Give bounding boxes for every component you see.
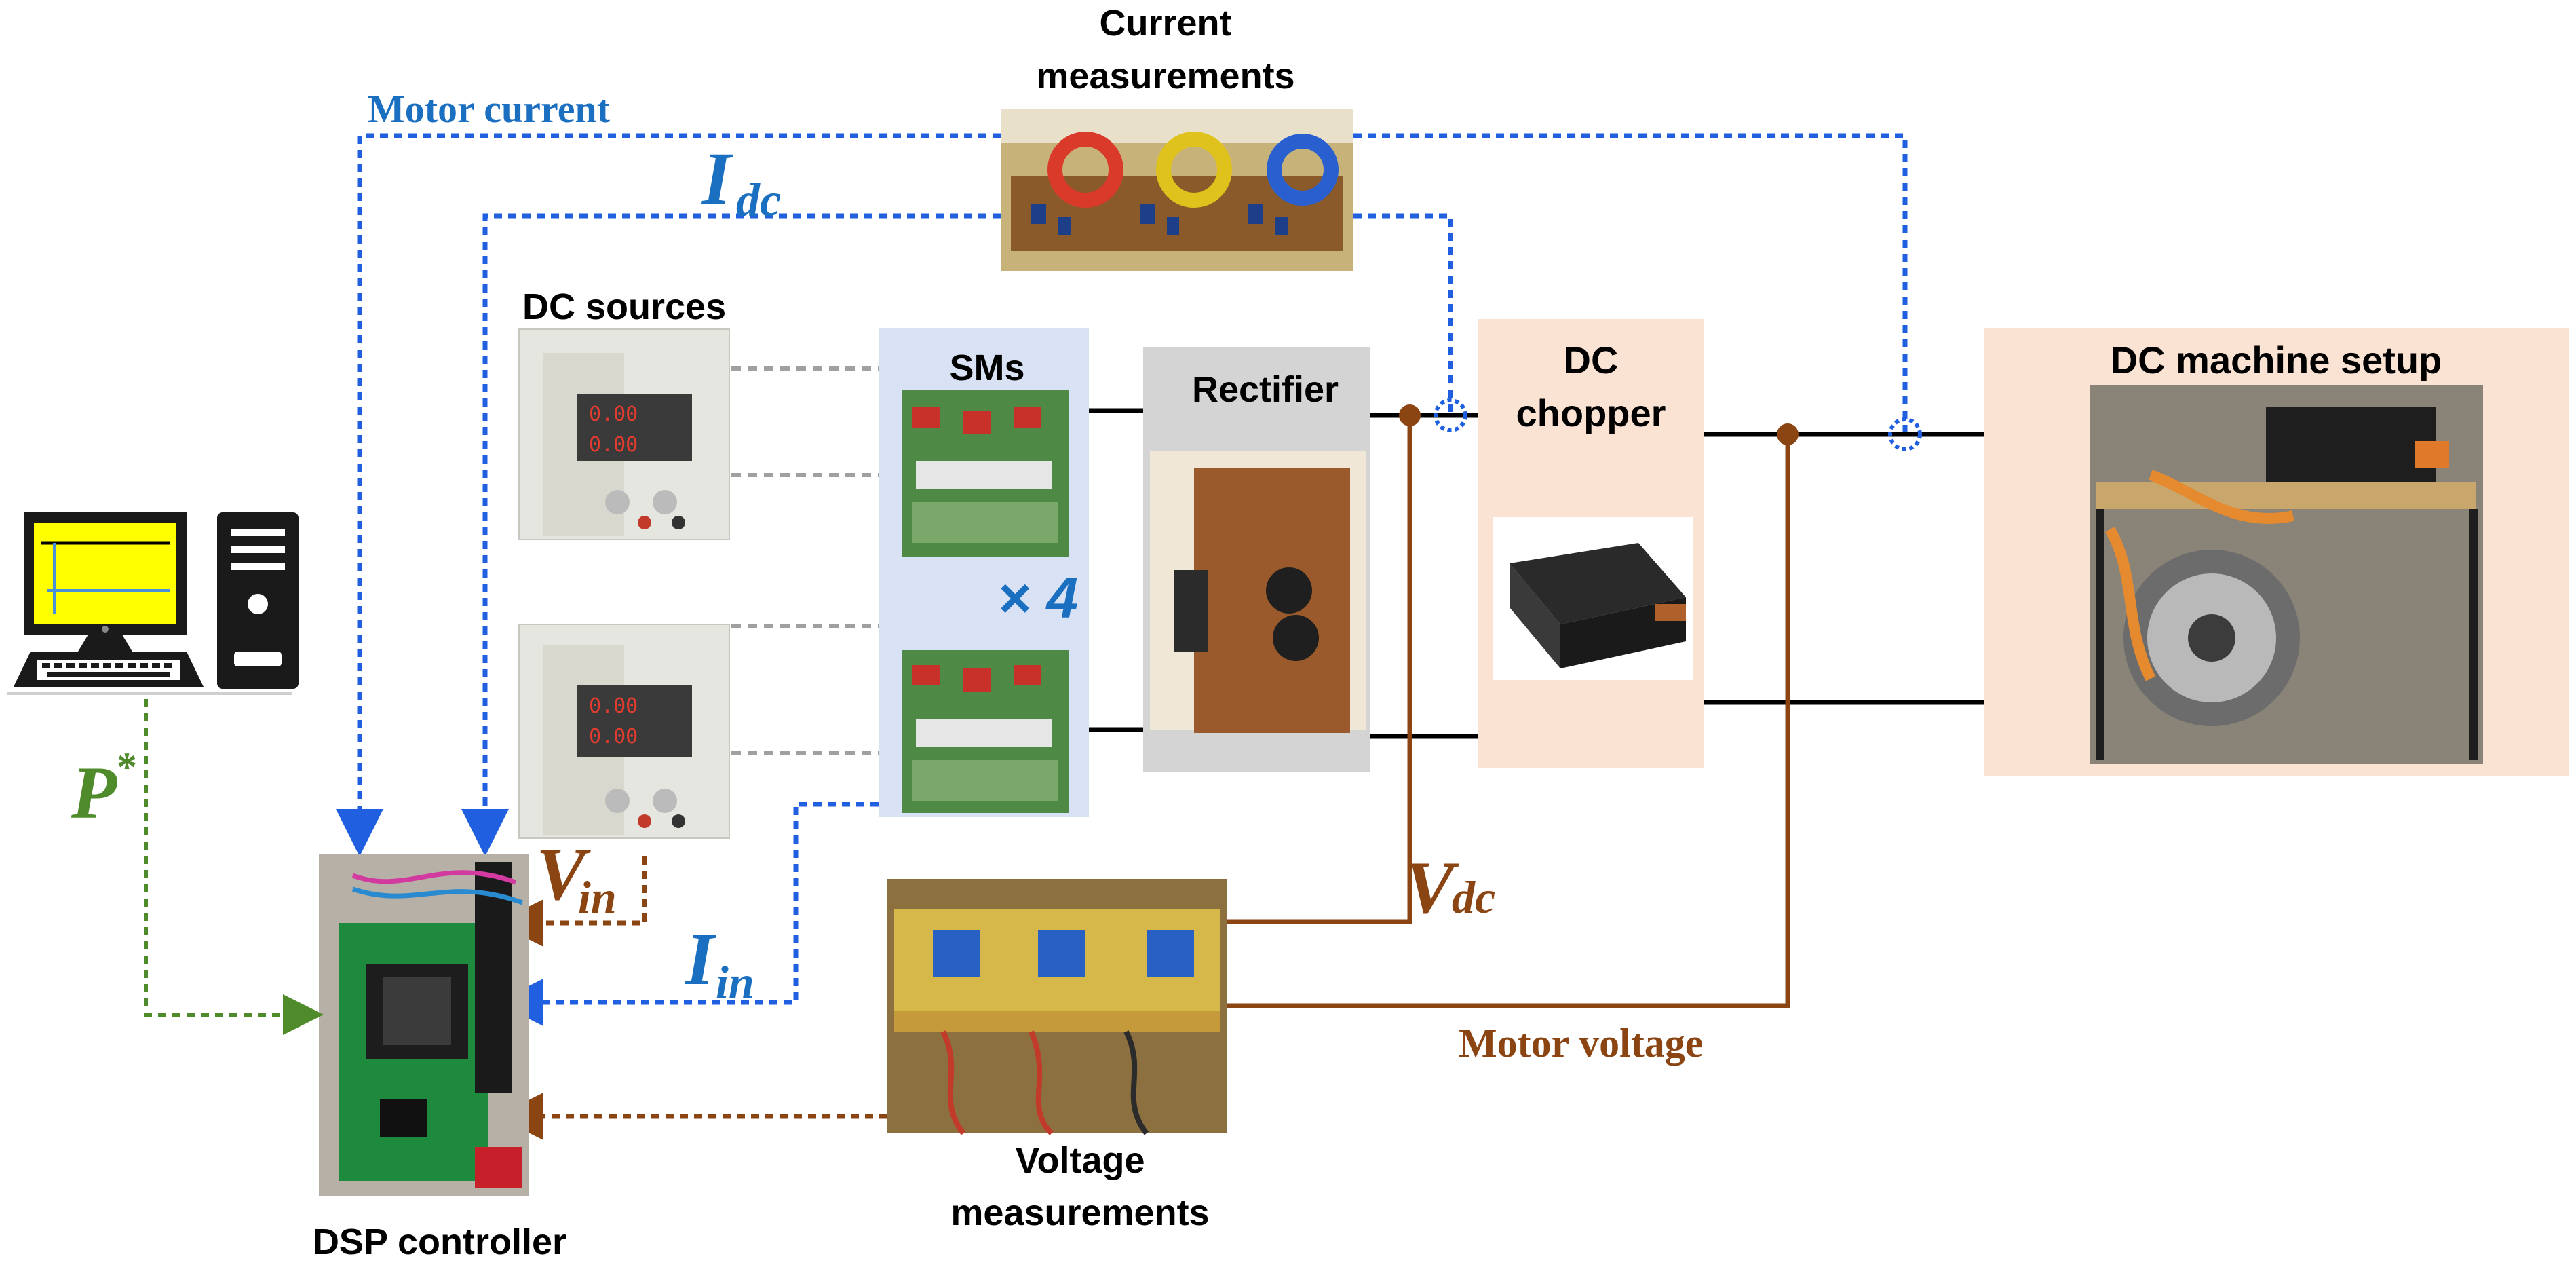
current-measurements-title-2: measurements — [1036, 56, 1294, 96]
pstar-label-sup: * — [117, 744, 137, 789]
vin-label-main: V — [536, 833, 591, 916]
current-sense-points — [1434, 398, 1922, 451]
source-links — [731, 366, 996, 755]
iin-label-main: I — [684, 918, 716, 1000]
svg-text:0.00: 0.00 — [589, 402, 638, 426]
dc-machine-panel — [1984, 328, 2569, 776]
idc-signal — [461, 213, 1453, 856]
svg-text:0.00: 0.00 — [589, 433, 638, 457]
dc-source-supply-bottom: 0.00 0.00 — [518, 624, 730, 839]
vdc-node — [1399, 404, 1421, 426]
rectifier-label: Rectifier — [1192, 369, 1339, 410]
motor-current-label: Motor current — [368, 87, 611, 131]
svg-text:0.00: 0.00 — [589, 725, 638, 749]
idc-label-main: I — [701, 137, 733, 220]
dc-source-supply-top: 0.00 0.00 — [518, 328, 730, 540]
voltage-measurements-title-1: Voltage — [1015, 1140, 1145, 1181]
voltage-measurements-title-2: measurements — [950, 1192, 1209, 1233]
voltage-taps — [1225, 415, 1790, 1008]
rectifier-panel — [1143, 347, 1370, 772]
vin-label-sub: in — [578, 871, 617, 923]
voltage-measurement-board — [887, 879, 1227, 1135]
vdc-label-sub: dc — [1452, 871, 1495, 923]
power-reference-signal — [144, 699, 324, 1035]
pstar-label-main: P — [71, 751, 117, 834]
computer-icon — [14, 512, 299, 689]
motor-current-signal — [336, 133, 1908, 856]
current-measurements-title-1: Current — [1099, 3, 1231, 43]
motor-voltage-node — [1777, 423, 1799, 445]
dsp-controller-board — [319, 854, 529, 1196]
dsp-controller-label: DSP controller — [313, 1222, 566, 1262]
sms-label: SMs — [949, 347, 1024, 388]
dc-chopper-panel — [1478, 319, 1704, 768]
dc-sources-label: DC sources — [522, 286, 726, 327]
dc-chopper-title-1: DC — [1564, 339, 1619, 381]
vdc-label-main: V — [1404, 846, 1459, 929]
svg-text:0.00: 0.00 — [589, 694, 638, 718]
idc-label-sub: dc — [736, 174, 781, 227]
sm-panel — [879, 328, 1089, 817]
times-four-label: × 4 — [997, 566, 1078, 630]
power-lines — [1089, 408, 1984, 739]
current-measurement-board — [1001, 109, 1353, 271]
vin-signal — [496, 856, 647, 947]
iin-label-sub: in — [716, 956, 754, 1008]
dc-chopper-title-2: chopper — [1516, 392, 1666, 434]
dc-machine-label: DC machine setup — [2111, 339, 2442, 381]
motor-voltage-label: Motor voltage — [1459, 1021, 1703, 1066]
